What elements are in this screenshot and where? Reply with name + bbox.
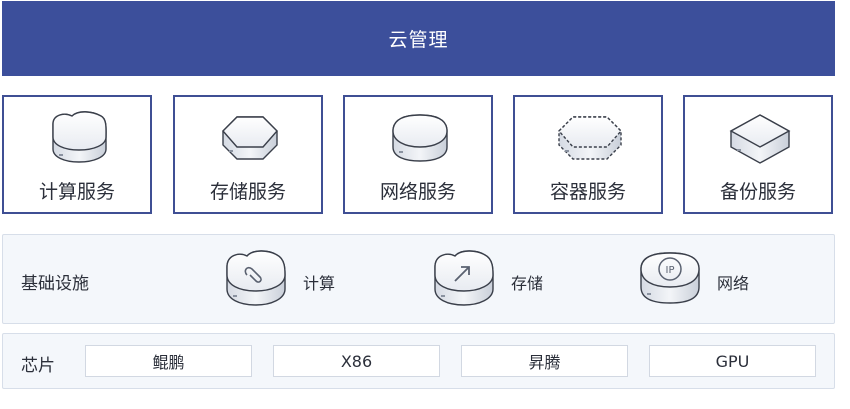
storage-label: 存储 bbox=[511, 274, 544, 293]
service-label: 网络服务 bbox=[379, 181, 456, 203]
chips-panel: 芯片 鲲鹏 X86 昇腾 GPU bbox=[2, 333, 835, 389]
infrastructure-panel: 基础设施 计算 存储 IP 网络 bbox=[2, 234, 835, 324]
chip-ascend[interactable]: 昇腾 bbox=[461, 345, 628, 377]
network-ip-icon: IP bbox=[640, 252, 700, 304]
service-label: 计算服务 bbox=[38, 181, 115, 203]
compute-icon bbox=[226, 250, 286, 306]
service-label: 容器服务 bbox=[549, 181, 626, 203]
chips-title: 芯片 bbox=[21, 356, 55, 376]
compute-label: 计算 bbox=[303, 274, 336, 293]
network-service-icon bbox=[392, 114, 448, 162]
service-card-storage[interactable]: 存储服务 bbox=[173, 95, 323, 214]
svg-text:IP: IP bbox=[666, 265, 675, 276]
service-card-network[interactable]: 网络服务 bbox=[343, 95, 493, 214]
network-label: 网络 bbox=[717, 274, 750, 293]
infrastructure-title: 基础设施 bbox=[21, 274, 89, 294]
service-label: 备份服务 bbox=[719, 181, 796, 203]
service-card-backup[interactable]: 备份服务 bbox=[683, 95, 833, 214]
container-service-icon bbox=[558, 116, 622, 160]
chip-gpu[interactable]: GPU bbox=[649, 345, 816, 377]
backup-service-icon bbox=[729, 114, 791, 164]
storage-service-icon bbox=[222, 116, 278, 160]
storage-icon bbox=[434, 250, 494, 306]
cloud-management-banner[interactable]: 云管理 bbox=[2, 1, 835, 76]
chip-x86[interactable]: X86 bbox=[273, 345, 440, 377]
service-card-compute[interactable]: 计算服务 bbox=[2, 95, 152, 214]
banner-title: 云管理 bbox=[388, 29, 449, 51]
compute-service-icon bbox=[52, 111, 107, 163]
service-label: 存储服务 bbox=[209, 181, 286, 203]
chip-kunpeng[interactable]: 鲲鹏 bbox=[85, 345, 252, 377]
service-card-container[interactable]: 容器服务 bbox=[513, 95, 663, 214]
